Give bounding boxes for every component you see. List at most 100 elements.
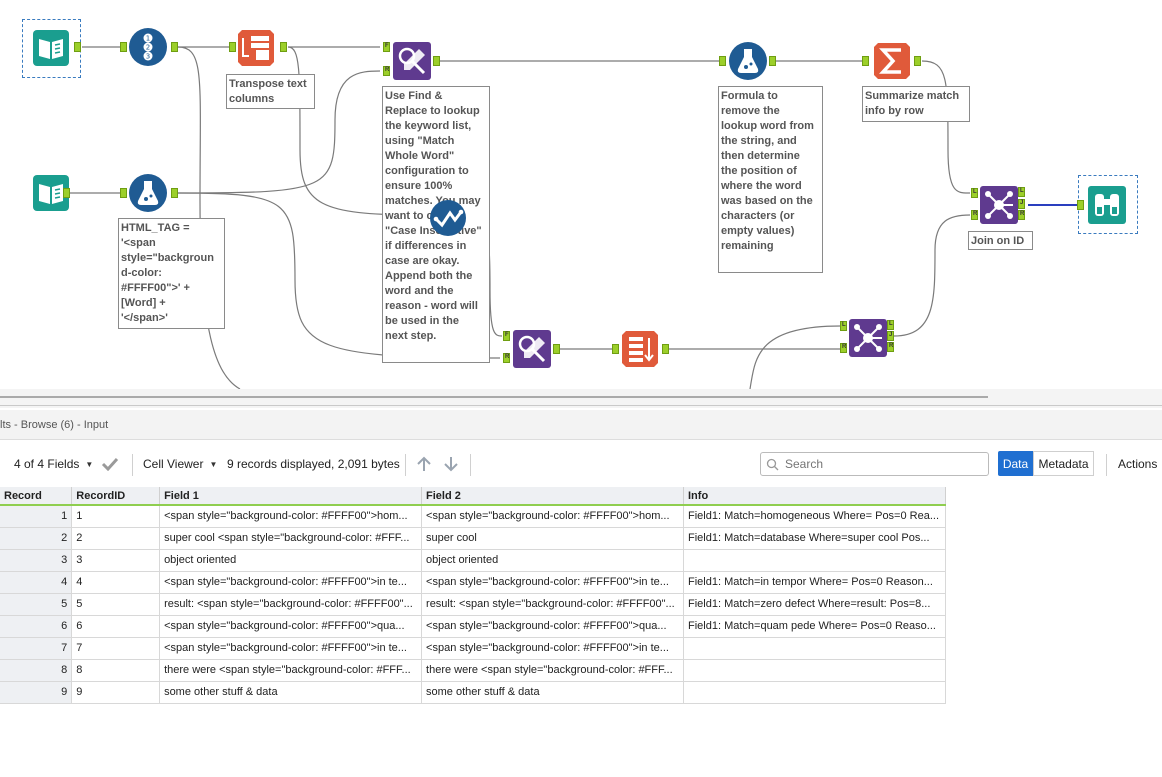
output-anchor-j[interactable] <box>1018 199 1025 209</box>
metadata-tab[interactable]: Metadata <box>1033 451 1094 476</box>
row-number-cell[interactable]: 2 <box>0 527 73 550</box>
table-cell[interactable]: Field1: Match=zero defect Where=result: … <box>683 592 946 616</box>
row-number-cell[interactable]: 1 <box>0 505 73 528</box>
table-cell[interactable] <box>683 658 946 682</box>
arrow-down-button[interactable] <box>442 455 460 473</box>
input-anchor-f[interactable] <box>503 331 510 341</box>
comment-summarize[interactable]: Summarize match info by row <box>862 86 970 122</box>
table-cell[interactable]: result: <span style="background-color: #… <box>159 592 423 616</box>
input-anchor-f[interactable] <box>383 42 390 52</box>
comment-transpose[interactable]: Transpose text columns <box>226 74 315 109</box>
arrow-up-button[interactable] <box>415 455 433 473</box>
table-cell[interactable]: <span style="background-color: #FFFF00">… <box>159 504 423 528</box>
column-header-info[interactable]: Info <box>683 487 946 506</box>
output-anchor[interactable] <box>553 344 560 354</box>
table-cell[interactable]: 9 <box>71 680 161 704</box>
column-header-field1[interactable]: Field 1 <box>159 487 423 506</box>
table-cell[interactable]: 5 <box>71 592 161 616</box>
input-anchor-l[interactable] <box>971 188 978 198</box>
table-cell[interactable] <box>683 636 946 660</box>
output-anchor-j[interactable] <box>887 331 894 341</box>
sort-tool[interactable] <box>620 329 660 369</box>
join-tool-1[interactable] <box>979 185 1019 225</box>
table-cell[interactable]: Field1: Match=quam pede Where= Pos=0 Rea… <box>683 614 946 638</box>
summarize-tool[interactable] <box>872 41 912 81</box>
find-replace-tool-1[interactable] <box>392 41 432 81</box>
table-cell[interactable]: 3 <box>71 548 161 572</box>
table-cell[interactable]: super cool <box>421 526 684 550</box>
output-anchor[interactable] <box>74 42 81 52</box>
comment-find-replace[interactable]: Use Find & Replace to lookup the keyword… <box>382 86 490 363</box>
output-anchor[interactable] <box>63 188 70 198</box>
input-anchor[interactable] <box>229 42 236 52</box>
row-number-cell[interactable]: 3 <box>0 549 73 572</box>
table-cell[interactable]: some other stuff & data <box>421 680 684 704</box>
text-input-tool-1[interactable] <box>31 28 71 68</box>
table-cell[interactable]: <span style="background-color: #FFFF00">… <box>159 614 423 638</box>
comment-formula[interactable]: Formula to remove the lookup word from t… <box>718 86 823 273</box>
find-replace-tool-2[interactable] <box>512 329 552 369</box>
column-header-recordid[interactable]: RecordID <box>71 487 161 506</box>
column-header-record[interactable]: Record <box>0 487 73 506</box>
table-cell[interactable]: 4 <box>71 570 161 594</box>
table-cell[interactable]: <span style="background-color: #FFFF00">… <box>159 636 423 660</box>
text-input-tool-2[interactable] <box>31 173 71 213</box>
output-anchor[interactable] <box>914 56 921 66</box>
column-header-field2[interactable]: Field 2 <box>421 487 684 506</box>
row-number-cell[interactable]: 6 <box>0 615 73 638</box>
output-anchor[interactable] <box>662 344 669 354</box>
input-anchor-r[interactable] <box>840 343 847 353</box>
input-anchor[interactable] <box>120 188 127 198</box>
row-number-cell[interactable]: 8 <box>0 659 73 682</box>
table-cell[interactable]: 1 <box>71 504 161 528</box>
row-number-cell[interactable]: 5 <box>0 593 73 616</box>
input-anchor-r[interactable] <box>503 353 510 363</box>
browse-tool[interactable] <box>1087 185 1127 225</box>
output-anchor-r[interactable] <box>887 342 894 352</box>
checkmark-icon[interactable] <box>101 457 119 471</box>
table-cell[interactable]: super cool <span style="background-color… <box>159 526 423 550</box>
search-input[interactable] <box>785 457 975 471</box>
output-anchor-l[interactable] <box>1018 187 1025 197</box>
table-cell[interactable]: there were <span style="background-color… <box>159 658 423 682</box>
input-anchor[interactable] <box>120 42 127 52</box>
record-id-tool[interactable]: 1 2 3 <box>128 27 168 67</box>
panel-splitter[interactable] <box>0 389 1162 408</box>
row-number-cell[interactable]: 9 <box>0 681 73 704</box>
comment-join[interactable]: Join on ID <box>968 231 1033 250</box>
formula-tool-remove-word[interactable] <box>728 41 768 81</box>
input-anchor[interactable] <box>862 56 869 66</box>
table-cell[interactable]: 8 <box>71 658 161 682</box>
table-cell[interactable]: 7 <box>71 636 161 660</box>
workflow-canvas[interactable]: 1 2 3 <box>0 0 1162 389</box>
select-tool-overlay[interactable] <box>428 198 468 238</box>
table-cell[interactable]: <span style="background-color: #FFFF00">… <box>421 636 684 660</box>
table-cell[interactable] <box>683 680 946 704</box>
canvas-scrollbar[interactable] <box>0 396 988 398</box>
search-box[interactable] <box>760 452 989 476</box>
input-anchor-r[interactable] <box>383 66 390 76</box>
table-cell[interactable]: <span style="background-color: #FFFF00">… <box>421 504 684 528</box>
fields-dropdown[interactable]: 4 of 4 Fields ▼ <box>14 457 119 471</box>
table-cell[interactable]: <span style="background-color: #FFFF00">… <box>421 614 684 638</box>
transpose-tool[interactable] <box>236 28 276 68</box>
table-cell[interactable]: some other stuff & data <box>159 680 423 704</box>
join-tool-2[interactable] <box>848 318 888 358</box>
formula-tool-html-tag[interactable] <box>128 173 168 213</box>
output-anchor[interactable] <box>433 56 440 66</box>
data-tab[interactable]: Data <box>998 451 1033 476</box>
table-cell[interactable]: Field1: Match=in tempor Where= Pos=0 Rea… <box>683 570 946 594</box>
table-cell[interactable]: result: <span style="background-color: #… <box>421 592 684 616</box>
output-anchor[interactable] <box>171 42 178 52</box>
output-anchor[interactable] <box>171 188 178 198</box>
input-anchor[interactable] <box>612 344 619 354</box>
comment-html-tag[interactable]: HTML_TAG = '<span style="backgroun d-col… <box>118 218 225 329</box>
